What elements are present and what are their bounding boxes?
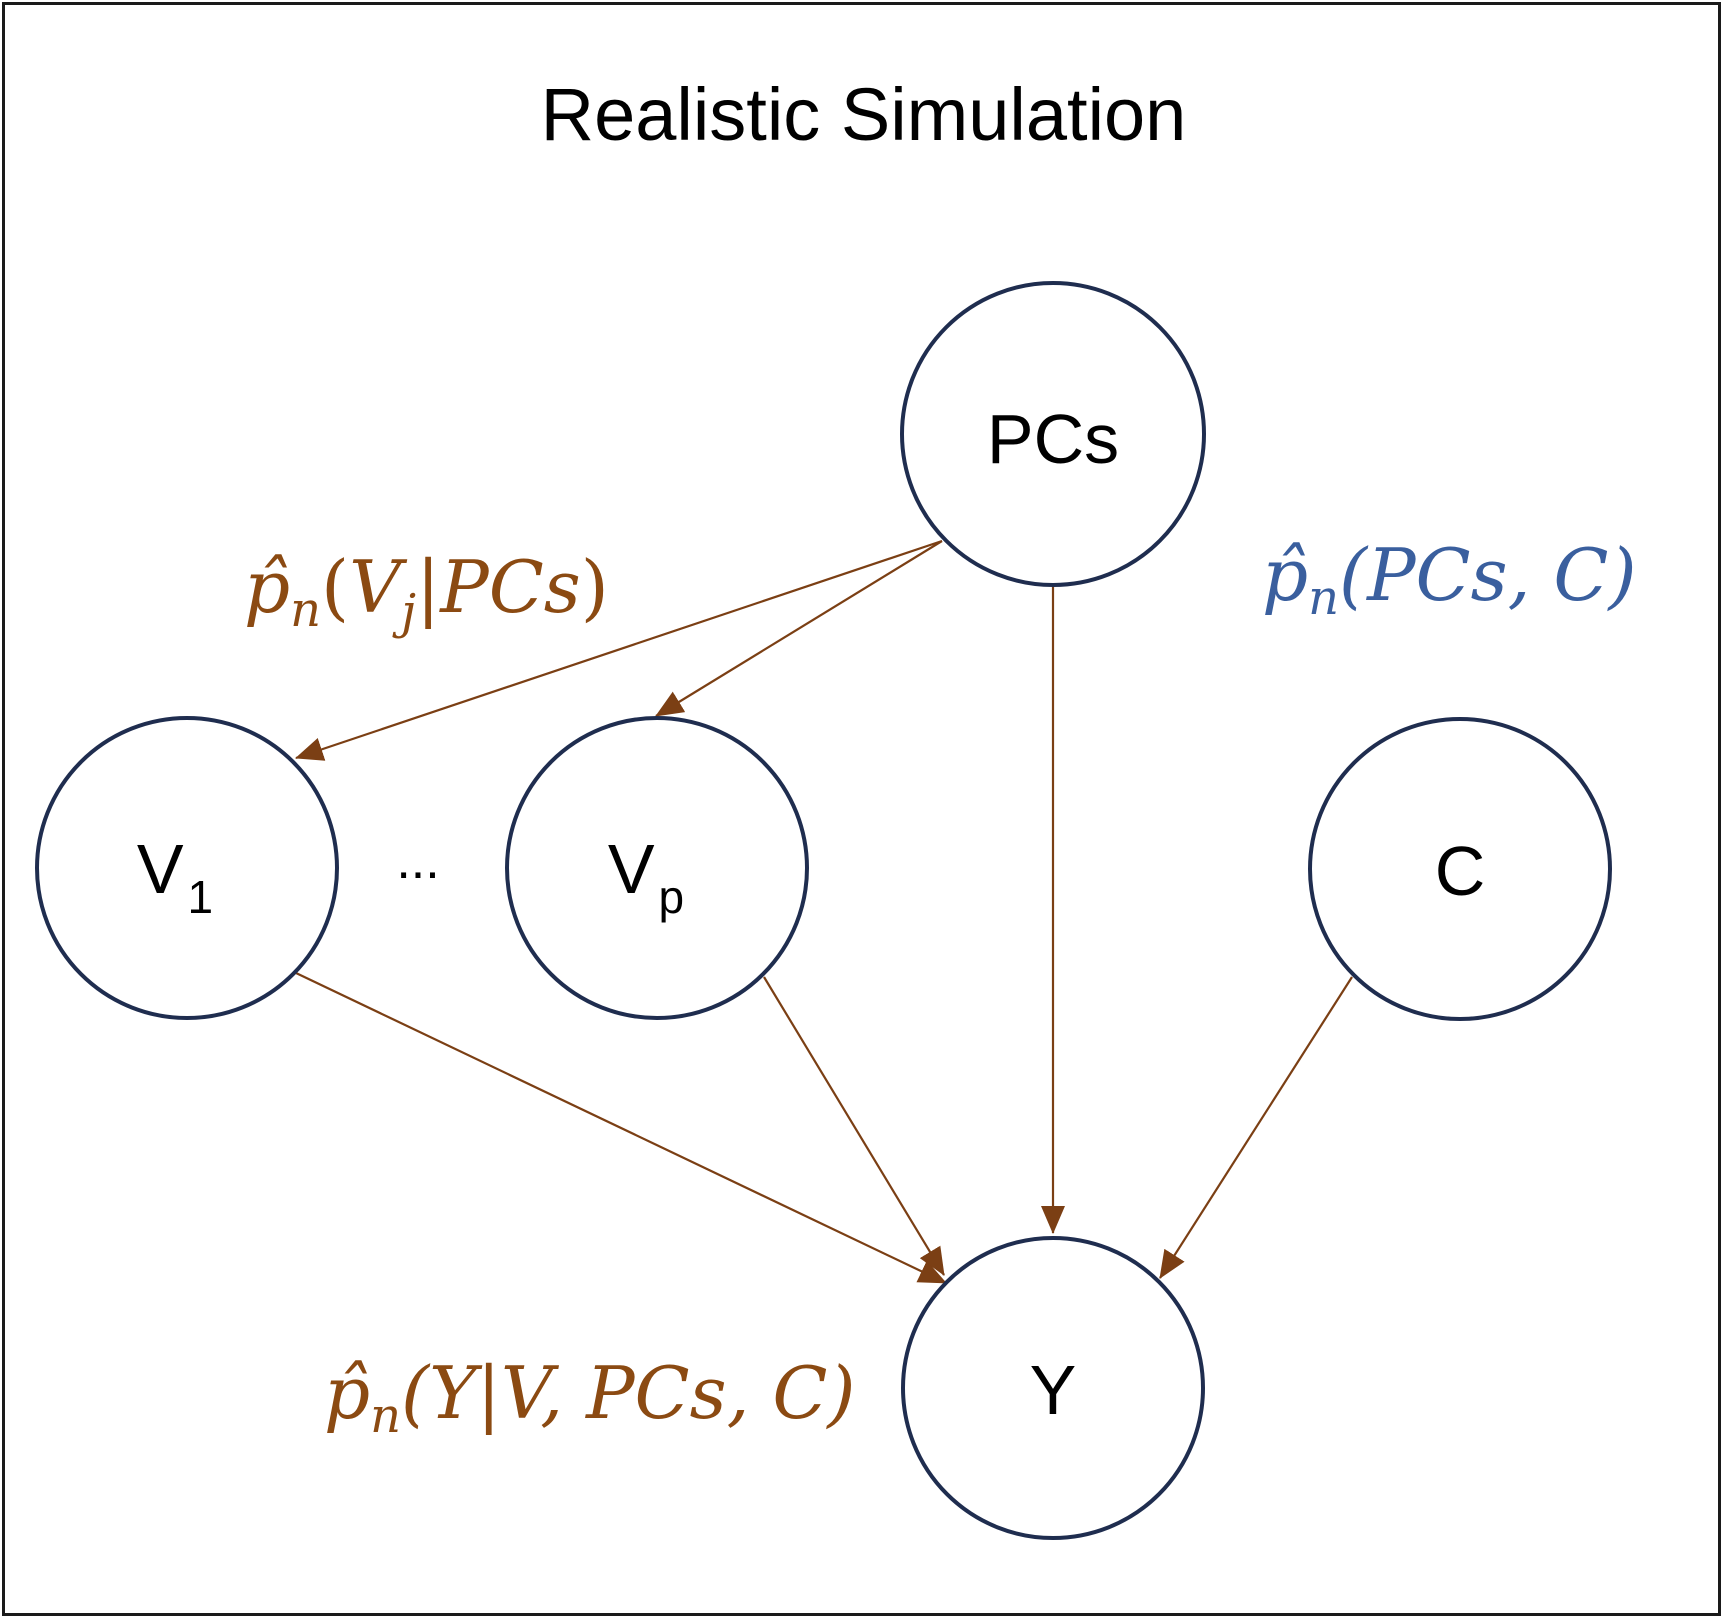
diagram-title: Realistic Simulation	[540, 73, 1187, 156]
node-pcs-label: PCs	[987, 400, 1119, 478]
edge-pcs-to-v1	[295, 539, 943, 761]
edge-vp-to-y	[763, 976, 945, 1276]
node-vp: Vp	[505, 716, 809, 1020]
node-y: Y	[901, 1236, 1205, 1540]
edge-v1-to-y	[295, 972, 947, 1284]
node-y-label: Y	[1030, 1351, 1077, 1429]
node-v1: V1	[35, 716, 339, 1020]
svg-text:Vp: Vp	[608, 830, 684, 923]
node-c-label: C	[1435, 832, 1486, 910]
node-vp-sub: p	[659, 871, 685, 923]
node-c: C	[1308, 717, 1612, 1021]
node-vp-main: V	[608, 830, 655, 908]
label-y-given-v-pcs-c: p̂n(Y|V, PCs, C)	[324, 1351, 856, 1444]
edge-c-to-y	[1159, 976, 1353, 1279]
edge-pcs-to-vp	[655, 540, 943, 717]
node-v1-main: V	[137, 830, 184, 908]
node-v1-sub: 1	[188, 871, 214, 923]
svg-text:V1: V1	[137, 830, 213, 923]
label-joint-pcs-c: p̂n(PCs, C)	[1262, 533, 1637, 626]
ellipsis: ...	[396, 832, 439, 890]
label-v-given-pcs: p̂n(Vj|PCs)	[244, 545, 609, 640]
node-pcs: PCs	[900, 281, 1206, 587]
